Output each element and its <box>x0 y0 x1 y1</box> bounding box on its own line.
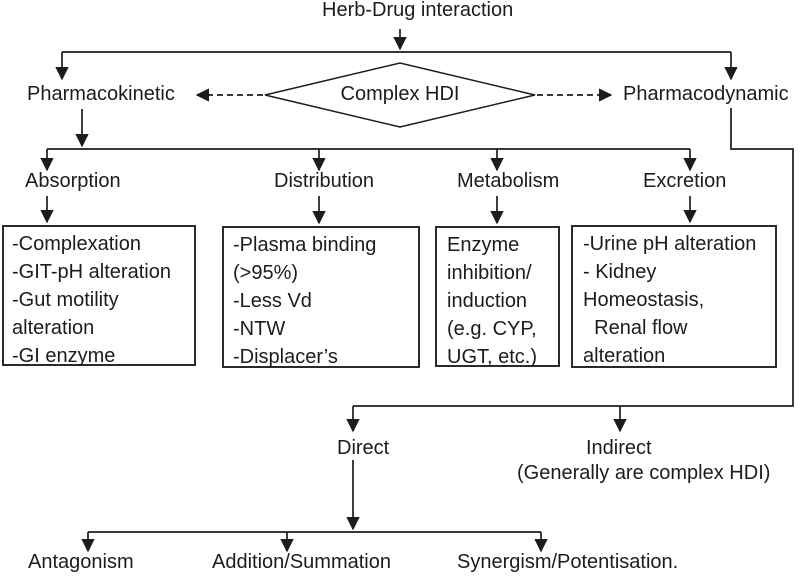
metabolism-label: Metabolism <box>457 170 560 192</box>
pd-connector-line <box>353 108 794 407</box>
metabolism-box-text: Enzyme inhibition/ induction (e.g. CYP, … <box>447 234 538 368</box>
absorption-box-text: -Complexation -GIT-pH alteration -Gut mo… <box>12 233 171 367</box>
complex-hdi-label: Complex HDI <box>340 83 460 105</box>
indirect-note: (Generally are complex HDI) <box>517 462 771 484</box>
pharmacokinetic-label: Pharmacokinetic <box>27 83 175 105</box>
indirect-label: Indirect <box>586 437 652 459</box>
metabolism-box: Enzyme inhibition/ induction (e.g. CYP, … <box>435 226 560 368</box>
absorption-label: Absorption <box>25 170 121 192</box>
antagonism-label: Antagonism <box>28 551 134 573</box>
pharmacodynamic-label: Pharmacodynamic <box>623 83 789 105</box>
excretion-label: Excretion <box>643 170 727 192</box>
distribution-box: -Plasma binding (>95%) -Less Vd -NTW -Di… <box>222 226 420 368</box>
absorption-box: -Complexation -GIT-pH alteration -Gut mo… <box>2 225 196 367</box>
synergism-potentisation-label: Synergism/Potentisation. <box>457 551 679 573</box>
distribution-box-text: -Plasma binding (>95%) -Less Vd -NTW -Di… <box>233 234 377 368</box>
direct-label: Direct <box>337 437 390 459</box>
excretion-box: -Urine pH alteration - Kidney Homeostasi… <box>571 225 777 368</box>
addition-summation-label: Addition/Summation <box>212 551 391 573</box>
diagram-title: Herb-Drug interaction <box>322 0 514 21</box>
distribution-label: Distribution <box>274 170 375 192</box>
diamond-shape <box>264 62 536 128</box>
excretion-box-text: -Urine pH alteration - Kidney Homeostasi… <box>583 233 757 367</box>
